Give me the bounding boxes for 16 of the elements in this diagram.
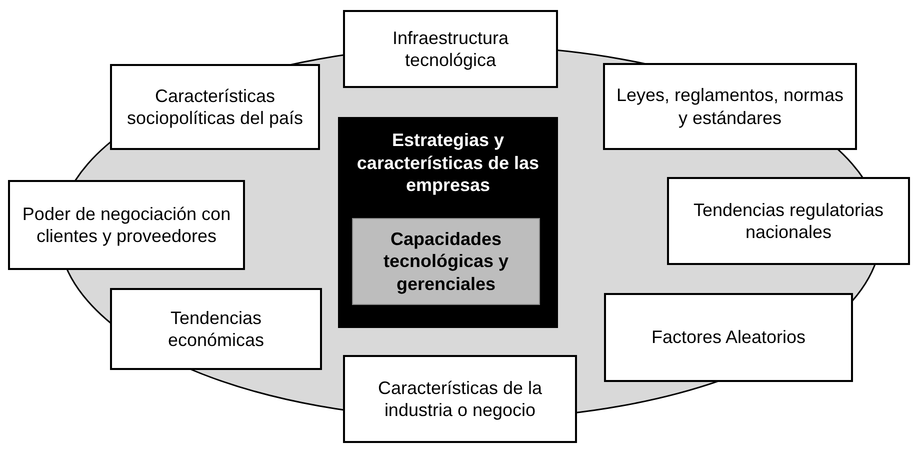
box-text: Leyes, reglamentos, normas y estándares [615, 84, 845, 129]
box-text: Poder de negociación con clientes y proveedores [21, 202, 232, 248]
box-text: Características sociopolíticas del país [126, 84, 304, 130]
factor-box [8, 180, 245, 270]
box-text: Infraestructura tecnológica [391, 26, 510, 72]
center-box [338, 117, 558, 328]
factor-box [667, 177, 910, 265]
box-text: Capacidades tecnológicas y gerenciales [382, 228, 510, 296]
box-text: Características de la industria o negocio [376, 376, 544, 422]
box-text: Tendencias regulatorias nacionales [692, 198, 885, 244]
box-text: Tendencias económicas [166, 306, 266, 352]
inner-box [352, 218, 540, 305]
box-text: Factores Aleatorios [651, 326, 806, 349]
box-text: Estrategias y características de las empresas [356, 129, 540, 196]
factor-box [343, 10, 558, 88]
factor-box [343, 355, 577, 443]
